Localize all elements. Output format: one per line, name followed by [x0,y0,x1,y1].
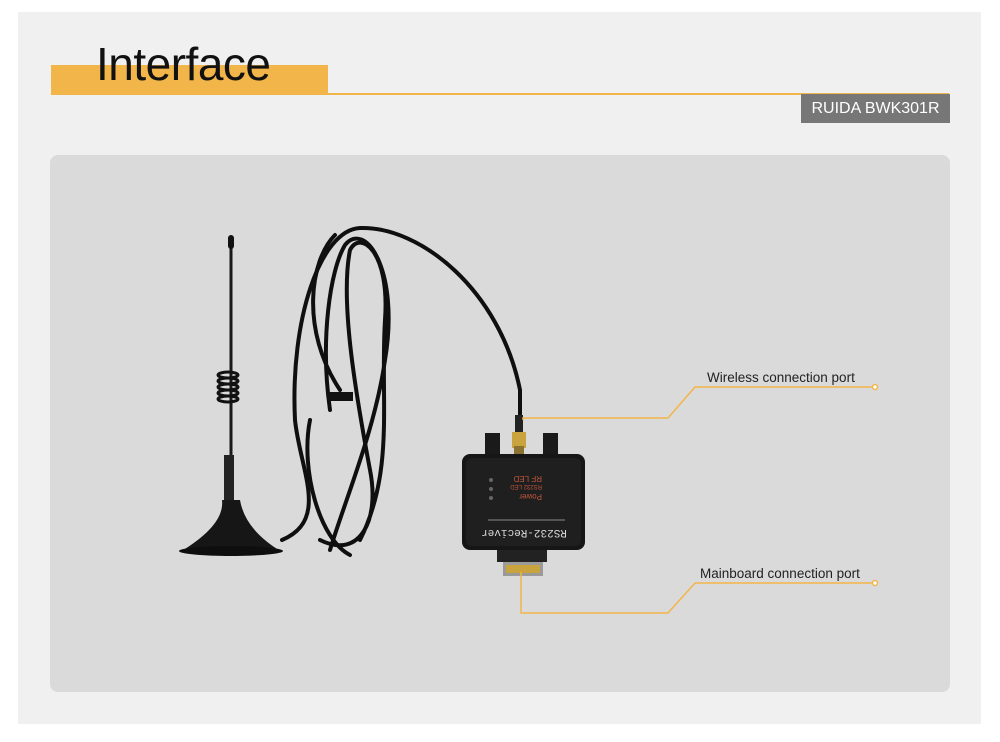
sma-connector [512,415,526,456]
callout-wireless-dot [871,383,879,391]
antenna-cable [280,225,522,557]
product-panel [50,155,950,692]
callout-wireless-line [522,386,875,420]
mount-tab-right [543,433,558,457]
mount-tab-left [485,433,500,457]
title-underline [328,93,949,95]
page-title: Interface [96,38,271,90]
device-label: RS232-Reciver [481,526,567,538]
callout-wireless-label: Wireless connection port [707,370,855,385]
callout-mainboard-label: Mainboard connection port [700,566,860,581]
led-labels: Power RS232 LED RF LED [510,474,542,501]
model-badge: RUIDA BWK301R [801,94,950,123]
callout-mainboard-line [520,572,875,614]
led-label-rf: RF LED [513,474,542,483]
led-label-rs232: RS232 LED [510,483,542,489]
receiver-box [462,454,585,576]
callout-mainboard-dot [871,579,879,587]
antenna [179,235,283,556]
title-accent-bar [51,65,328,95]
cable-tie [327,392,353,401]
led-label-power: Power [519,492,542,501]
